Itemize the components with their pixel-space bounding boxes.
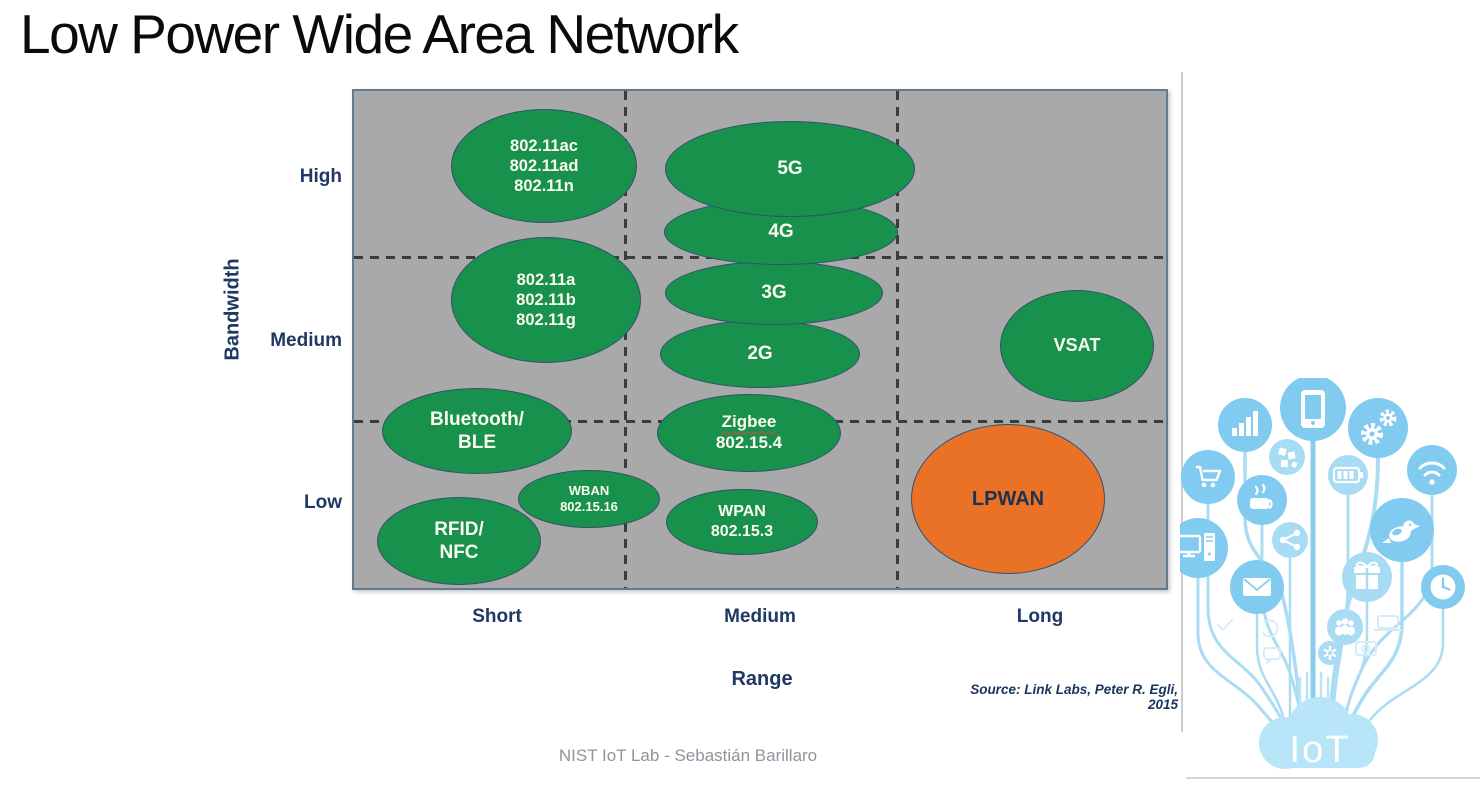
camera-icon: [1355, 641, 1377, 656]
iot-cloud-label: IoT: [1290, 729, 1351, 771]
bar-chart-icon: [1218, 398, 1272, 452]
coffee-cup-icon: [1237, 475, 1287, 525]
page-title: Low Power Wide Area Network: [20, 3, 739, 65]
bubble-wifi-medium: 802.11a 802.11b 802.11g: [451, 237, 641, 363]
battery-icon: [1328, 455, 1368, 495]
shopping-cart-icon: [1181, 450, 1235, 504]
xtick-long: Long: [1016, 606, 1064, 627]
x-axis-title: Range: [731, 668, 793, 690]
bubble-vsat: VSAT: [1000, 290, 1154, 402]
iot-cloud: IoT: [1259, 697, 1378, 771]
envelope-icon: [1230, 560, 1284, 614]
smartphone-icon: [1280, 375, 1346, 441]
gridline-vertical-2: [896, 91, 899, 588]
xtick-medium: Medium: [724, 606, 796, 627]
bubble-5g: 5G: [665, 121, 915, 217]
clock-icon: [1421, 565, 1465, 609]
checkmark-icon: [1217, 619, 1233, 631]
flower-icon: [1318, 641, 1342, 665]
xtick-short: Short: [472, 606, 522, 627]
share-icon: [1272, 522, 1308, 558]
desktop-computer-icon: [1168, 518, 1228, 578]
bubble-rfid: RFID/ NFC: [377, 497, 541, 585]
iot-image-bottom-edge: [1186, 777, 1480, 779]
bubble-wban: WBAN 802.15.16: [518, 470, 660, 528]
bubble-wifi-high: 802.11ac 802.11ad 802.11n: [451, 109, 637, 223]
bubble-bluetooth: Bluetooth/ BLE: [382, 388, 572, 474]
chat-bubble-icon: [1263, 647, 1281, 664]
bubble-wpan: WPAN 802.15.3: [666, 489, 818, 555]
cubes-icon: [1269, 439, 1305, 475]
faint-icons: [1217, 615, 1402, 664]
bubble-3g: 3G: [665, 261, 883, 325]
bubble-zigbee: Zigbee 802.15.4: [657, 394, 841, 472]
people-icon: [1327, 609, 1363, 645]
panel-separator: [1181, 72, 1183, 732]
gears-icon: [1348, 398, 1408, 458]
gift-icon: [1342, 552, 1392, 602]
ytick-high: High: [299, 166, 342, 187]
gridline-vertical-1: [624, 91, 627, 588]
y-axis-title: Bandwidth: [221, 258, 244, 361]
iot-tree-graphic: IoT: [1168, 375, 1480, 798]
bubble-lpwan: LPWAN: [911, 424, 1105, 574]
refresh-icon: [1262, 619, 1279, 638]
footer: NIST IoT Lab - Sebastián Barillaro: [558, 746, 818, 765]
ytick-medium: Medium: [270, 330, 342, 351]
bird-icon: [1370, 498, 1434, 562]
bubble-2g: 2G: [660, 320, 860, 388]
laptop-icon: [1374, 615, 1402, 631]
wifi-icon: [1407, 445, 1457, 495]
ytick-low: Low: [304, 492, 342, 513]
bandwidth-range-chart: Zigbee 802.15.4 2G 3G 4G 5G 802.11ac 802…: [352, 89, 1168, 590]
source-note: Source: Link Labs, Peter R. Egli, 2015: [970, 682, 1178, 712]
